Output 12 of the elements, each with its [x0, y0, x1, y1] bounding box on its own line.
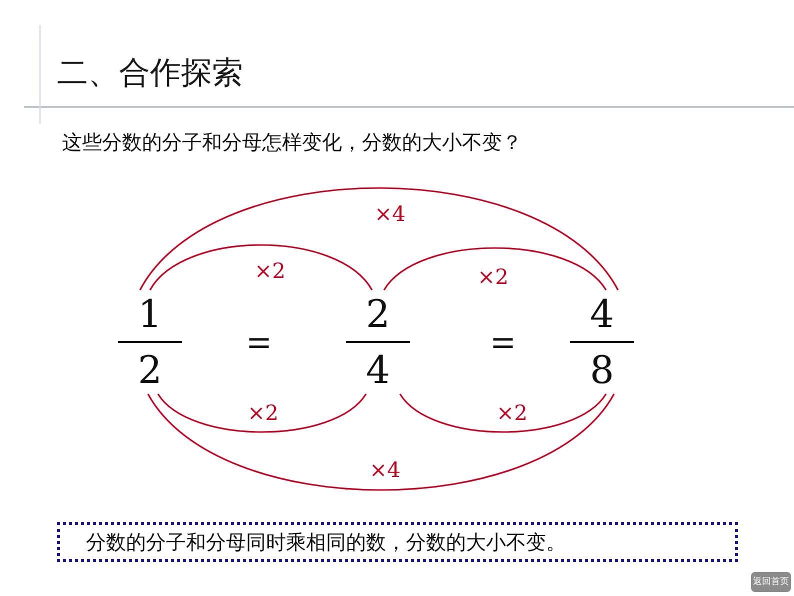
arc-connector — [157, 393, 367, 433]
arc-connector — [399, 393, 607, 433]
arc-connector — [139, 187, 619, 290]
question-text: 这些分数的分子和分母怎样变化，分数的大小不变？ — [62, 130, 522, 154]
equals-sign: ＝ — [484, 318, 522, 364]
arc-connector — [383, 247, 607, 291]
equals-sign: ＝ — [240, 318, 278, 364]
arc-connector — [147, 394, 615, 491]
conclusion-panel: 分数的分子和分母同时乘相同的数，分数的大小不变。 — [57, 522, 738, 562]
home-button: 返回首页 — [751, 572, 791, 592]
slide-title: 二、合作探索 — [57, 54, 243, 92]
arc-connector — [149, 244, 373, 290]
